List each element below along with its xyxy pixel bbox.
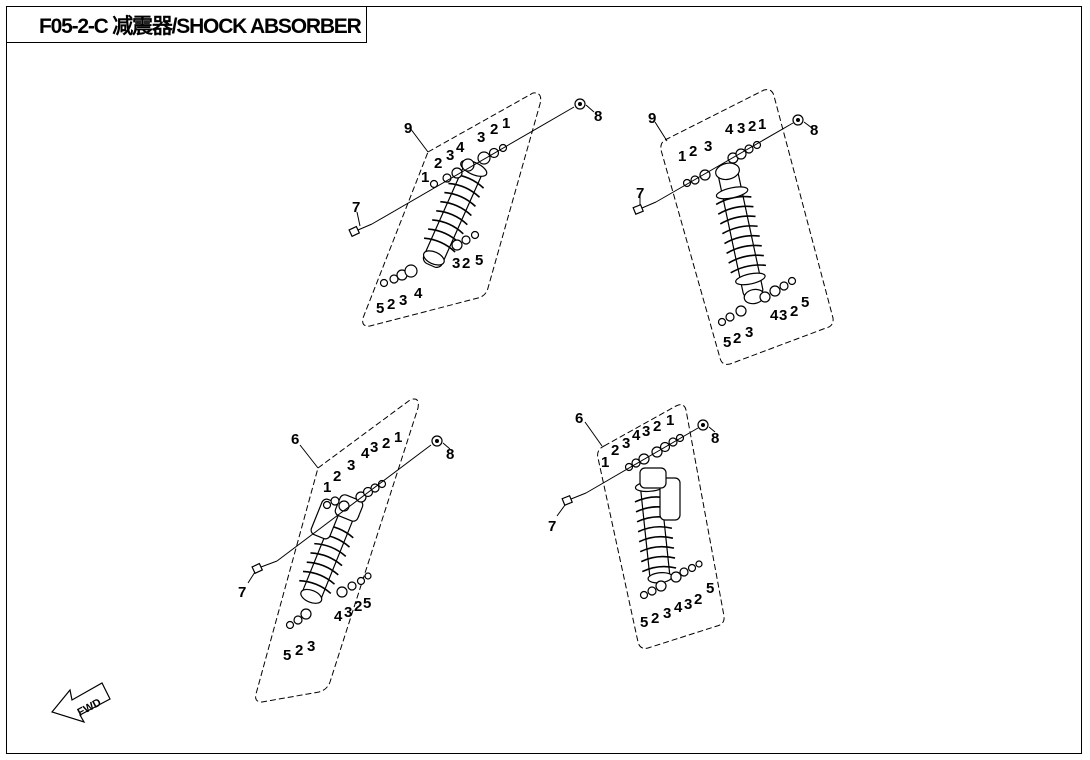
- callout-bottom: 5: [363, 595, 371, 612]
- callout-top: 3: [347, 457, 355, 474]
- assembly-boundary: [660, 89, 834, 365]
- callout-assembly: 6: [291, 431, 299, 448]
- callout-top: 4: [361, 445, 370, 462]
- callout-bolt: 7: [636, 185, 644, 202]
- callout-top: 1: [666, 412, 674, 429]
- callout-bottom: 2: [295, 642, 303, 659]
- callout-bottom: 3: [307, 638, 315, 655]
- callout-bottom: 2: [651, 610, 659, 627]
- callout-top: 2: [490, 121, 498, 138]
- assembly-boundary: [597, 404, 725, 649]
- callout-bottom: 2: [733, 330, 741, 347]
- callout-assembly: 9: [648, 110, 656, 127]
- callout-bottom: 3: [663, 605, 671, 622]
- callout-bottom: 3: [745, 324, 753, 341]
- callout-top: 1: [421, 169, 429, 186]
- callout-assembly: 9: [404, 120, 412, 137]
- callout-bottom: 4: [414, 285, 423, 302]
- assembly-boundary: [362, 92, 542, 327]
- callout-bottom: 3: [452, 255, 460, 272]
- title-box: F05-2-C 减震器/SHOCK ABSORBER: [6, 6, 367, 43]
- callout-assembly: 6: [575, 410, 583, 427]
- callout-top: 1: [678, 148, 686, 165]
- callout-top: 4: [725, 121, 734, 138]
- callout-top: 4: [632, 427, 641, 444]
- callout-nut: 8: [594, 108, 602, 125]
- callout-top: 3: [737, 120, 745, 137]
- bolt-icon: [251, 560, 278, 575]
- callout-bottom: 5: [475, 252, 483, 269]
- callout-bottom: 5: [283, 647, 291, 664]
- bolt-icon: [632, 201, 657, 215]
- callout-top: 4: [456, 139, 465, 156]
- callout-nut: 8: [446, 446, 454, 463]
- bolt-icon: [561, 492, 587, 506]
- callout-bottom: 5: [376, 300, 384, 317]
- callout-bolt: 7: [548, 518, 556, 535]
- callout-top: 2: [434, 155, 442, 172]
- upper-hardware: [429, 98, 586, 189]
- callout-top: 3: [446, 147, 454, 164]
- callout-bottom: 3: [399, 292, 407, 309]
- callout-top: 1: [758, 116, 766, 133]
- reservoir: [639, 467, 681, 521]
- callout-nut: 8: [711, 430, 719, 447]
- axis-line: [371, 106, 575, 225]
- callout-top: 2: [333, 468, 341, 485]
- callout-bottom: 3: [684, 596, 692, 613]
- callout-bottom: 3: [779, 307, 787, 324]
- callout-top: 2: [382, 435, 390, 452]
- callout-bottom: 2: [790, 303, 798, 320]
- assembly-rear-right: 6 7 8 1 2 3 4 3 2 1 5 2 3 4 3 2 5: [548, 404, 725, 649]
- callout-top: 3: [622, 435, 630, 452]
- callout-bottom: 2: [694, 591, 702, 608]
- callout-nut: 8: [810, 122, 818, 139]
- callout-bolt: 7: [352, 199, 360, 216]
- shock-absorber-body: [715, 162, 767, 305]
- lower-hardware: [379, 230, 480, 288]
- callout-bottom: 4: [334, 608, 343, 625]
- axis-line: [655, 122, 794, 203]
- callout-bolt: 7: [238, 584, 246, 601]
- callout-bottom: 5: [801, 294, 809, 311]
- callout-bottom: 5: [640, 614, 648, 631]
- callout-bottom: 5: [706, 580, 714, 597]
- assembly-boundary: [255, 398, 419, 703]
- callout-top: 2: [689, 143, 697, 160]
- callout-top: 2: [653, 418, 661, 435]
- callout-bottom: 4: [674, 599, 683, 616]
- axis-line: [276, 444, 432, 562]
- assembly-front-right: 9 7 8 1 2 3 4 3 2 1 5 2 3 4 3 2 5: [348, 92, 602, 327]
- callout-bottom: 2: [387, 296, 395, 313]
- lower-hardware: [717, 276, 797, 327]
- callout-bottom: 2: [354, 598, 362, 615]
- upper-hardware: [322, 435, 443, 512]
- callout-top: 3: [477, 129, 485, 146]
- callout-bottom: 5: [723, 334, 731, 351]
- axis-line: [585, 427, 699, 494]
- callout-top: 1: [323, 479, 331, 496]
- assembly-rear-left: 6 7 8 1 2 3 4 3 2 1 5 2 3 4 3 2 5: [238, 398, 454, 703]
- callout-top: 3: [642, 423, 650, 440]
- lower-hardware: [639, 560, 703, 600]
- callout-top: 2: [611, 442, 619, 459]
- callout-top: 3: [370, 439, 378, 456]
- callout-bottom: 3: [344, 604, 352, 621]
- callout-bottom: 2: [462, 255, 470, 272]
- callout-top: 1: [394, 429, 402, 446]
- callout-top: 3: [704, 138, 712, 155]
- callout-bottom: 4: [770, 307, 779, 324]
- bolt-icon: [348, 223, 373, 238]
- callout-top: 2: [748, 118, 756, 135]
- diagram-title: F05-2-C 减震器/SHOCK ABSORBER: [39, 14, 362, 38]
- assembly-front-left: 9 7 8 1 2 3 4 3 2 1 5 2 3 4 3 2 5: [632, 89, 834, 365]
- callout-top: 1: [601, 454, 609, 471]
- fwd-arrow-icon: FWD: [50, 682, 111, 724]
- drawing-frame: [6, 6, 1082, 754]
- callout-top: 1: [502, 115, 510, 132]
- lower-hardware: [285, 572, 372, 630]
